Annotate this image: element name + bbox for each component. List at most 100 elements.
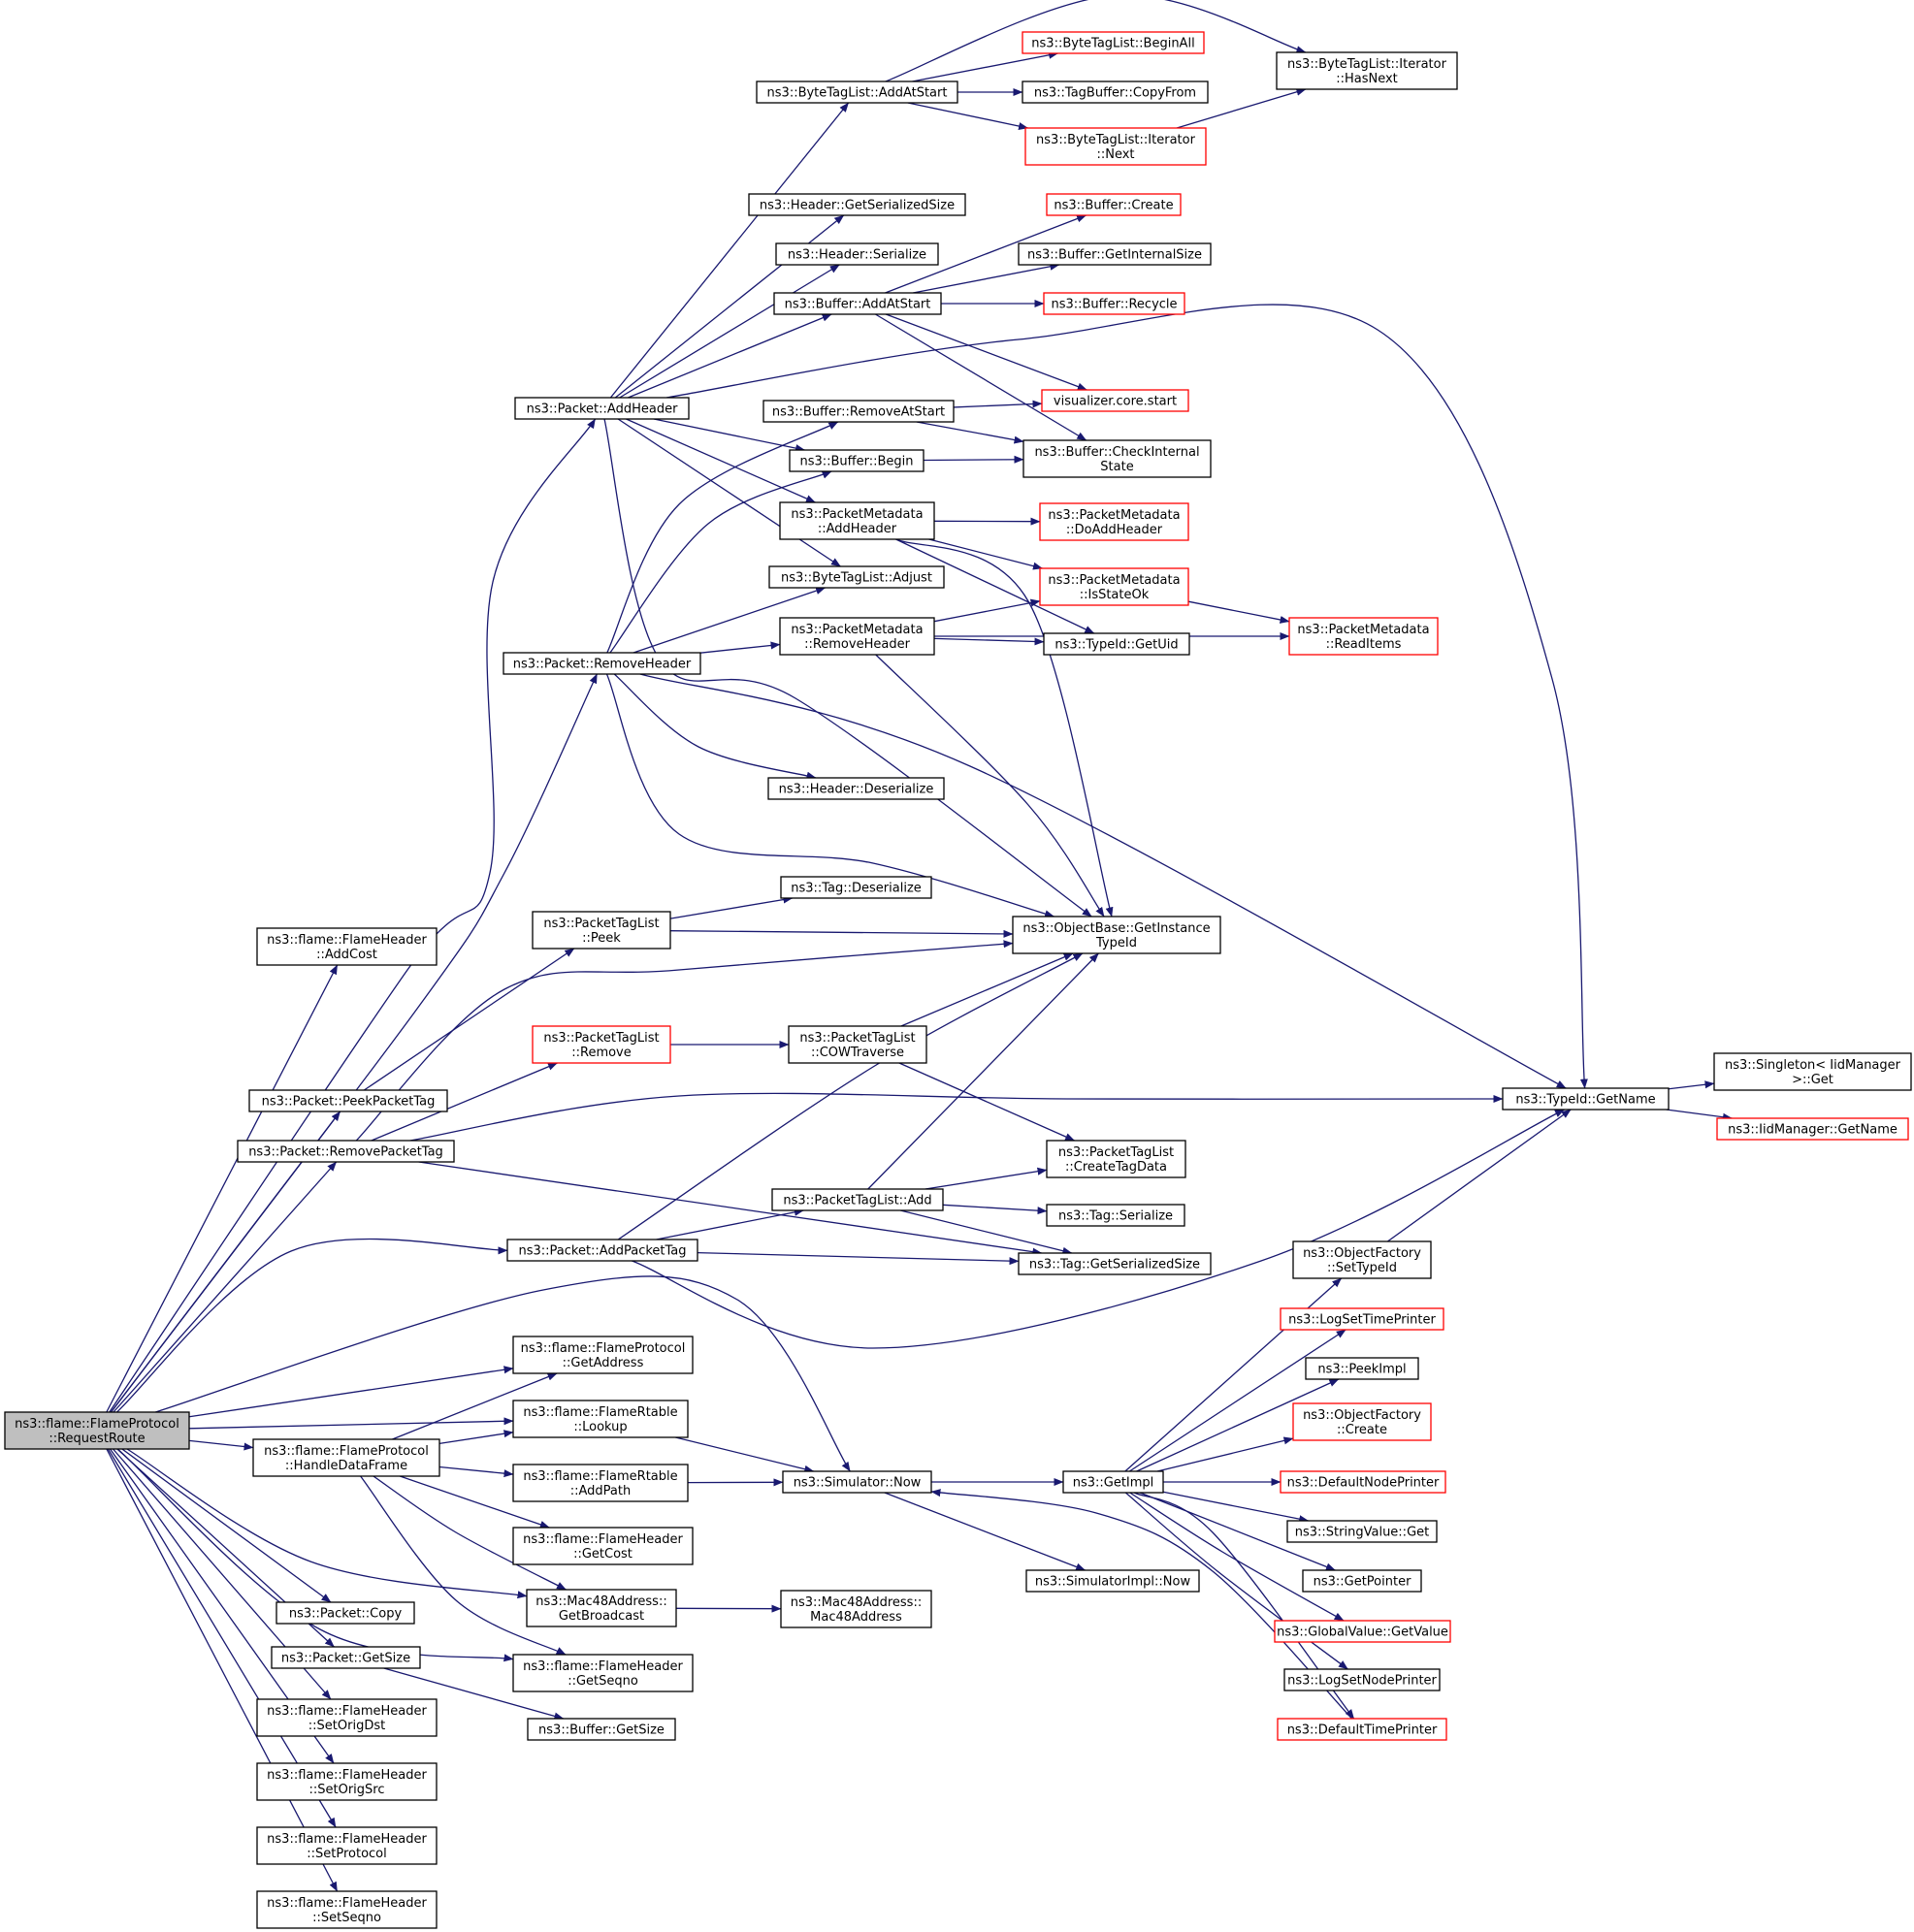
node-tid_getname[interactable]: ns3::TypeId::GetName bbox=[1502, 1087, 1670, 1111]
node-pkt_addpackettag[interactable]: ns3::Packet::AddPacketTag bbox=[506, 1239, 698, 1262]
node-box[interactable] bbox=[1280, 1307, 1444, 1331]
node-box[interactable] bbox=[773, 292, 942, 315]
node-box[interactable] bbox=[1286, 1520, 1438, 1543]
node-box[interactable] bbox=[512, 1400, 689, 1438]
node-ptl_add[interactable]: ns3::PacketTagList::Add bbox=[771, 1188, 944, 1211]
node-buf_begin[interactable]: ns3::Buffer::Begin bbox=[789, 449, 925, 472]
node-getpointer[interactable]: ns3::GetPointer bbox=[1302, 1569, 1422, 1593]
node-box[interactable] bbox=[1046, 1204, 1185, 1227]
node-tag_serialize[interactable]: ns3::Tag::Serialize bbox=[1046, 1204, 1185, 1227]
node-logsettimeprinter[interactable]: ns3::LogSetTimePrinter bbox=[1280, 1307, 1444, 1331]
node-vis_core_start[interactable]: visualizer.core.start bbox=[1041, 389, 1189, 412]
node-box[interactable] bbox=[780, 1590, 932, 1628]
node-buf_addatstart[interactable]: ns3::Buffer::AddAtStart bbox=[773, 292, 942, 315]
node-pm_doaddheader[interactable]: ns3::PacketMetadata::DoAddHeader bbox=[1039, 502, 1189, 541]
node-box[interactable] bbox=[1043, 632, 1190, 656]
node-fh_setseqno[interactable]: ns3::flame::FlameHeader::SetSeqno bbox=[256, 1890, 438, 1929]
node-fh_setprotocol[interactable]: ns3::flame::FlameHeader::SetProtocol bbox=[256, 1826, 438, 1865]
node-box[interactable] bbox=[1043, 292, 1185, 315]
node-box[interactable] bbox=[1024, 127, 1207, 166]
node-stringvalue_get[interactable]: ns3::StringValue::Get bbox=[1286, 1520, 1438, 1543]
node-box[interactable] bbox=[1292, 1402, 1432, 1441]
node-pkt_removepackettag[interactable]: ns3::Packet::RemovePacketTag bbox=[237, 1140, 455, 1163]
node-box[interactable] bbox=[526, 1589, 677, 1627]
node-tid_getuid[interactable]: ns3::TypeId::GetUid bbox=[1043, 632, 1190, 656]
node-box[interactable] bbox=[1025, 1569, 1200, 1593]
node-simimpl_now[interactable]: ns3::SimulatorImpl::Now bbox=[1025, 1569, 1200, 1593]
node-box[interactable] bbox=[1292, 1240, 1432, 1279]
node-hdr_deserialize[interactable]: ns3::Header::Deserialize bbox=[767, 777, 945, 800]
node-pkt_removeheader[interactable]: ns3::Packet::RemoveHeader bbox=[503, 652, 701, 675]
node-buf_getinternalsize[interactable]: ns3::Buffer::GetInternalSize bbox=[1018, 242, 1212, 266]
node-box[interactable] bbox=[1274, 1620, 1451, 1643]
node-box[interactable] bbox=[1276, 51, 1458, 90]
node-tag_deserialize[interactable]: ns3::Tag::Deserialize bbox=[780, 876, 932, 899]
node-box[interactable] bbox=[1716, 1117, 1909, 1141]
node-box[interactable] bbox=[1502, 1087, 1670, 1111]
node-of_settypeid[interactable]: ns3::ObjectFactory::SetTypeId bbox=[1292, 1240, 1432, 1279]
node-box[interactable] bbox=[767, 777, 945, 800]
node-box[interactable] bbox=[1277, 1718, 1447, 1741]
node-logsetnodeprinter[interactable]: ns3::LogSetNodePrinter bbox=[1283, 1668, 1441, 1691]
node-box[interactable] bbox=[779, 617, 935, 656]
node-box[interactable] bbox=[1062, 1470, 1164, 1494]
node-pm_addheader[interactable]: ns3::PacketMetadata::AddHeader bbox=[779, 501, 935, 540]
node-box[interactable] bbox=[768, 565, 945, 589]
node-pm_readitems[interactable]: ns3::PacketMetadata::ReadItems bbox=[1288, 617, 1439, 656]
node-btl_addatstart[interactable]: ns3::ByteTagList::AddAtStart bbox=[756, 80, 958, 104]
node-box[interactable] bbox=[788, 1025, 927, 1064]
node-box[interactable] bbox=[780, 876, 932, 899]
node-box[interactable] bbox=[256, 927, 438, 966]
node-ptl_cowtraverse[interactable]: ns3::PacketTagList::COWTraverse bbox=[788, 1025, 927, 1064]
node-frt_addpath[interactable]: ns3::flame::FlameRtable::AddPath bbox=[512, 1464, 689, 1502]
node-fp_handledataframe[interactable]: ns3::flame::FlameProtocol::HandleDataFra… bbox=[252, 1438, 440, 1477]
node-box[interactable] bbox=[1283, 1668, 1441, 1691]
node-box[interactable] bbox=[256, 1890, 438, 1929]
node-btl_beginall[interactable]: ns3::ByteTagList::BeginAll bbox=[1022, 31, 1205, 54]
node-gv_getvalue[interactable]: ns3::GlobalValue::GetValue bbox=[1274, 1620, 1451, 1643]
node-box[interactable] bbox=[237, 1140, 455, 1163]
node-box[interactable] bbox=[252, 1438, 440, 1477]
node-sim_now[interactable]: ns3::Simulator::Now bbox=[782, 1470, 932, 1494]
node-box[interactable] bbox=[514, 397, 690, 420]
node-iid_getname[interactable]: ns3::IidManager::GetName bbox=[1716, 1117, 1909, 1141]
node-box[interactable] bbox=[512, 1336, 694, 1374]
node-tb_copyfrom[interactable]: ns3::TagBuffer::CopyFrom bbox=[1022, 80, 1209, 104]
node-box[interactable] bbox=[1713, 1052, 1912, 1091]
node-box[interactable] bbox=[1018, 1252, 1212, 1275]
node-box[interactable] bbox=[1039, 502, 1189, 541]
node-box[interactable] bbox=[779, 501, 935, 540]
node-buf_create[interactable]: ns3::Buffer::Create bbox=[1046, 193, 1182, 216]
node-box[interactable] bbox=[532, 1025, 671, 1064]
node-box[interactable] bbox=[256, 1698, 438, 1737]
node-box[interactable] bbox=[1022, 80, 1209, 104]
node-box[interactable] bbox=[527, 1718, 676, 1741]
node-fp_getaddress[interactable]: ns3::flame::FlameProtocol::GetAddress bbox=[512, 1336, 694, 1374]
node-box[interactable] bbox=[532, 911, 671, 950]
node-peekimpl[interactable]: ns3::PeekImpl bbox=[1305, 1357, 1419, 1380]
node-box[interactable] bbox=[1305, 1357, 1419, 1380]
node-pm_isstateok[interactable]: ns3::PacketMetadata::IsStateOk bbox=[1039, 567, 1189, 606]
node-box[interactable] bbox=[1039, 567, 1189, 606]
node-box[interactable] bbox=[789, 449, 925, 472]
node-box[interactable] bbox=[1046, 193, 1182, 216]
node-buf_recycle[interactable]: ns3::Buffer::Recycle bbox=[1043, 292, 1185, 315]
node-box[interactable] bbox=[256, 1826, 438, 1865]
node-box[interactable] bbox=[756, 80, 958, 104]
node-root[interactable]: ns3::flame::FlameProtocol::RequestRoute bbox=[4, 1411, 190, 1450]
node-box[interactable] bbox=[1022, 439, 1212, 478]
node-hdr_getserializedsize[interactable]: ns3::Header::GetSerializedSize bbox=[748, 193, 966, 216]
node-frt_lookup[interactable]: ns3::flame::FlameRtable::Lookup bbox=[512, 1400, 689, 1438]
node-box[interactable] bbox=[748, 193, 966, 216]
node-pkt_getsize[interactable]: ns3::Packet::GetSize bbox=[271, 1646, 421, 1669]
node-of_create[interactable]: ns3::ObjectFactory::Create bbox=[1292, 1402, 1432, 1441]
node-box[interactable] bbox=[256, 1762, 438, 1801]
node-box[interactable] bbox=[775, 242, 939, 266]
node-ptl_createtagdata[interactable]: ns3::PacketTagList::CreateTagData bbox=[1046, 1140, 1186, 1178]
node-singleton_get[interactable]: ns3::Singleton< IidManager >::Get bbox=[1713, 1052, 1912, 1091]
node-box[interactable] bbox=[506, 1239, 698, 1262]
node-mac_mac48address[interactable]: ns3::Mac48Address::Mac48Address bbox=[780, 1590, 932, 1628]
node-box[interactable] bbox=[4, 1411, 190, 1450]
